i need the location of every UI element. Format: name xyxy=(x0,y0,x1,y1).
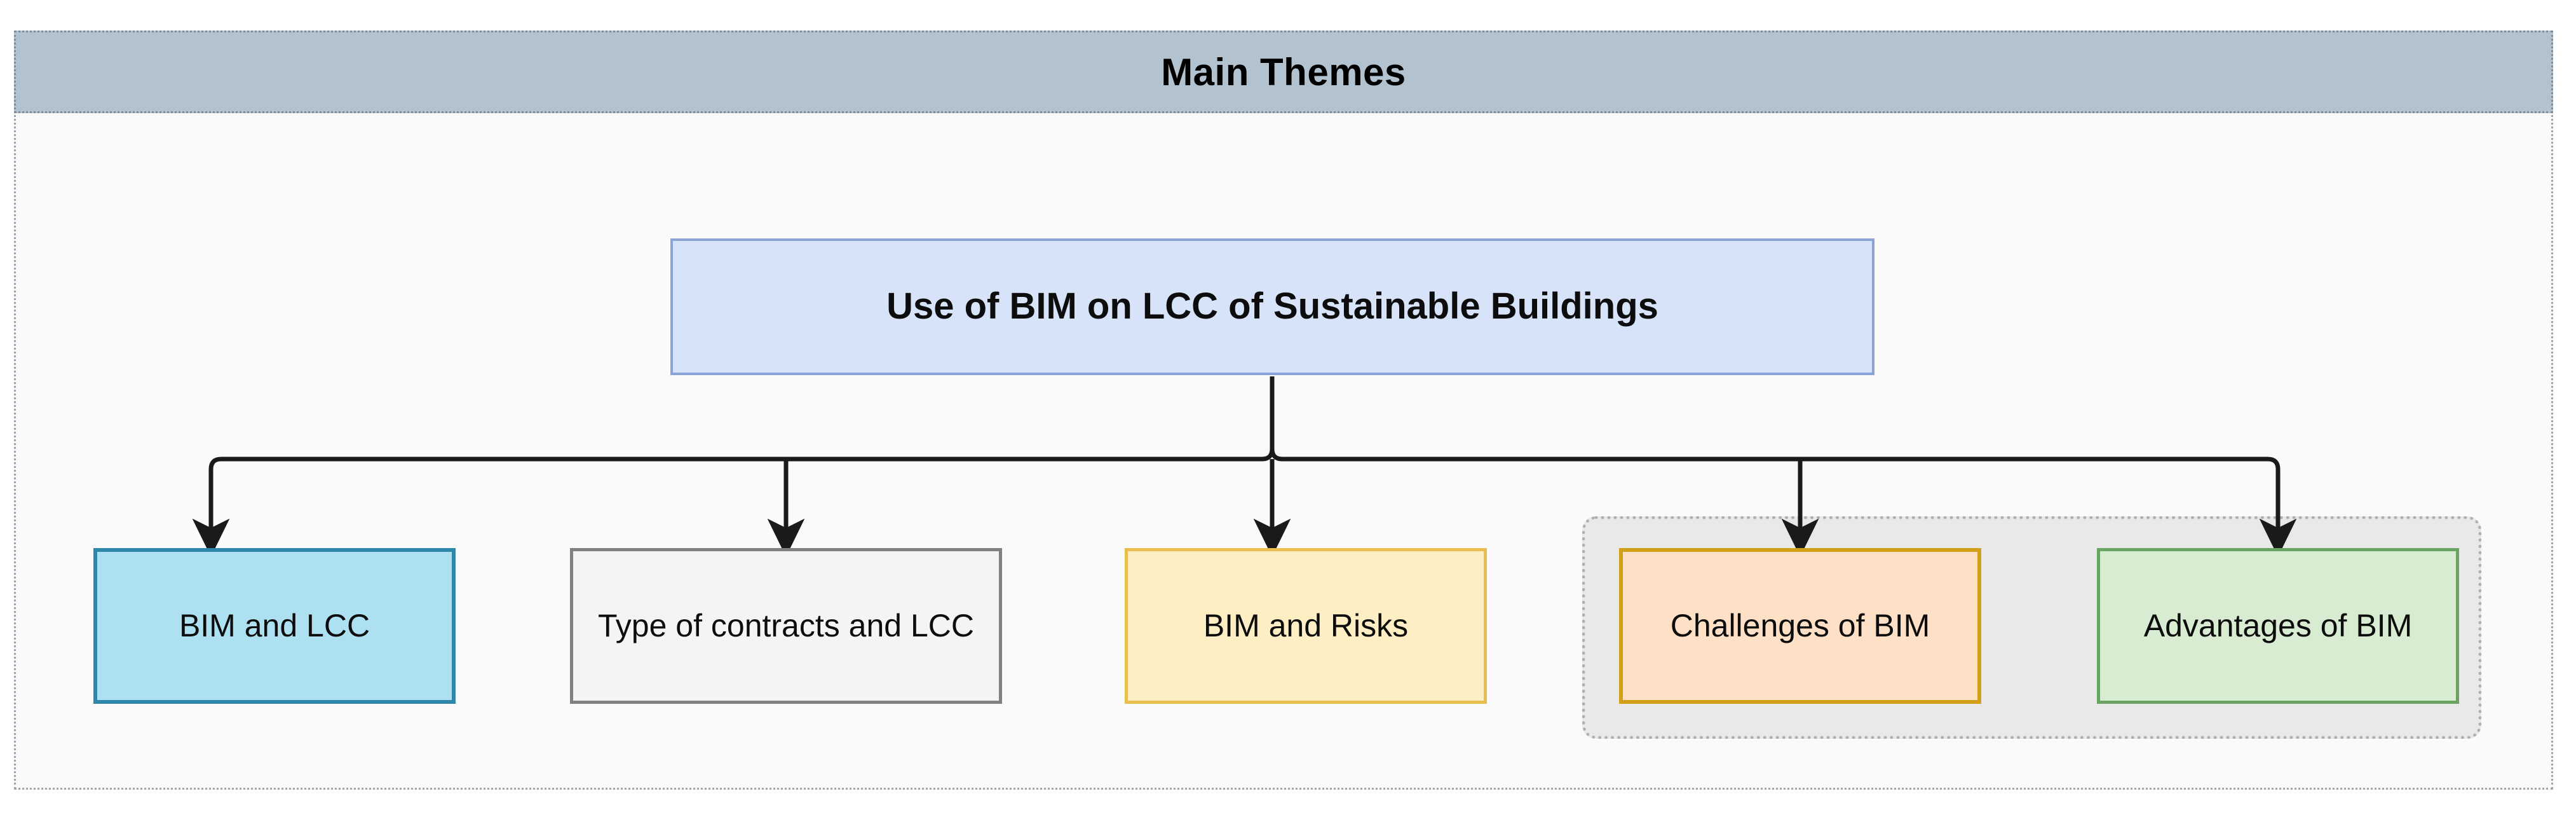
node-bim-and-lcc-label: BIM and LCC xyxy=(179,608,370,643)
node-challenges-of-bim[interactable]: Challenges of BIM xyxy=(1619,548,1981,704)
node-advantages-of-bim-label: Advantages of BIM xyxy=(2143,608,2413,643)
header-band: Main Themes xyxy=(14,31,2553,113)
node-bim-and-lcc[interactable]: BIM and LCC xyxy=(93,548,456,704)
node-advantages-of-bim[interactable]: Advantages of BIM xyxy=(2097,548,2459,704)
node-type-of-contracts-and-lcc[interactable]: Type of contracts and LCC xyxy=(570,548,1002,704)
node-bim-and-risks[interactable]: BIM and Risks xyxy=(1125,548,1487,704)
node-root[interactable]: Use of BIM on LCC of Sustainable Buildin… xyxy=(670,238,1874,375)
node-bim-and-risks-label: BIM and Risks xyxy=(1203,608,1409,643)
node-root-label: Use of BIM on LCC of Sustainable Buildin… xyxy=(886,285,1658,327)
node-challenges-of-bim-label: Challenges of BIM xyxy=(1670,608,1930,643)
page-title: Main Themes xyxy=(1161,50,1406,93)
node-type-of-contracts-and-lcc-label: Type of contracts and LCC xyxy=(598,608,974,643)
